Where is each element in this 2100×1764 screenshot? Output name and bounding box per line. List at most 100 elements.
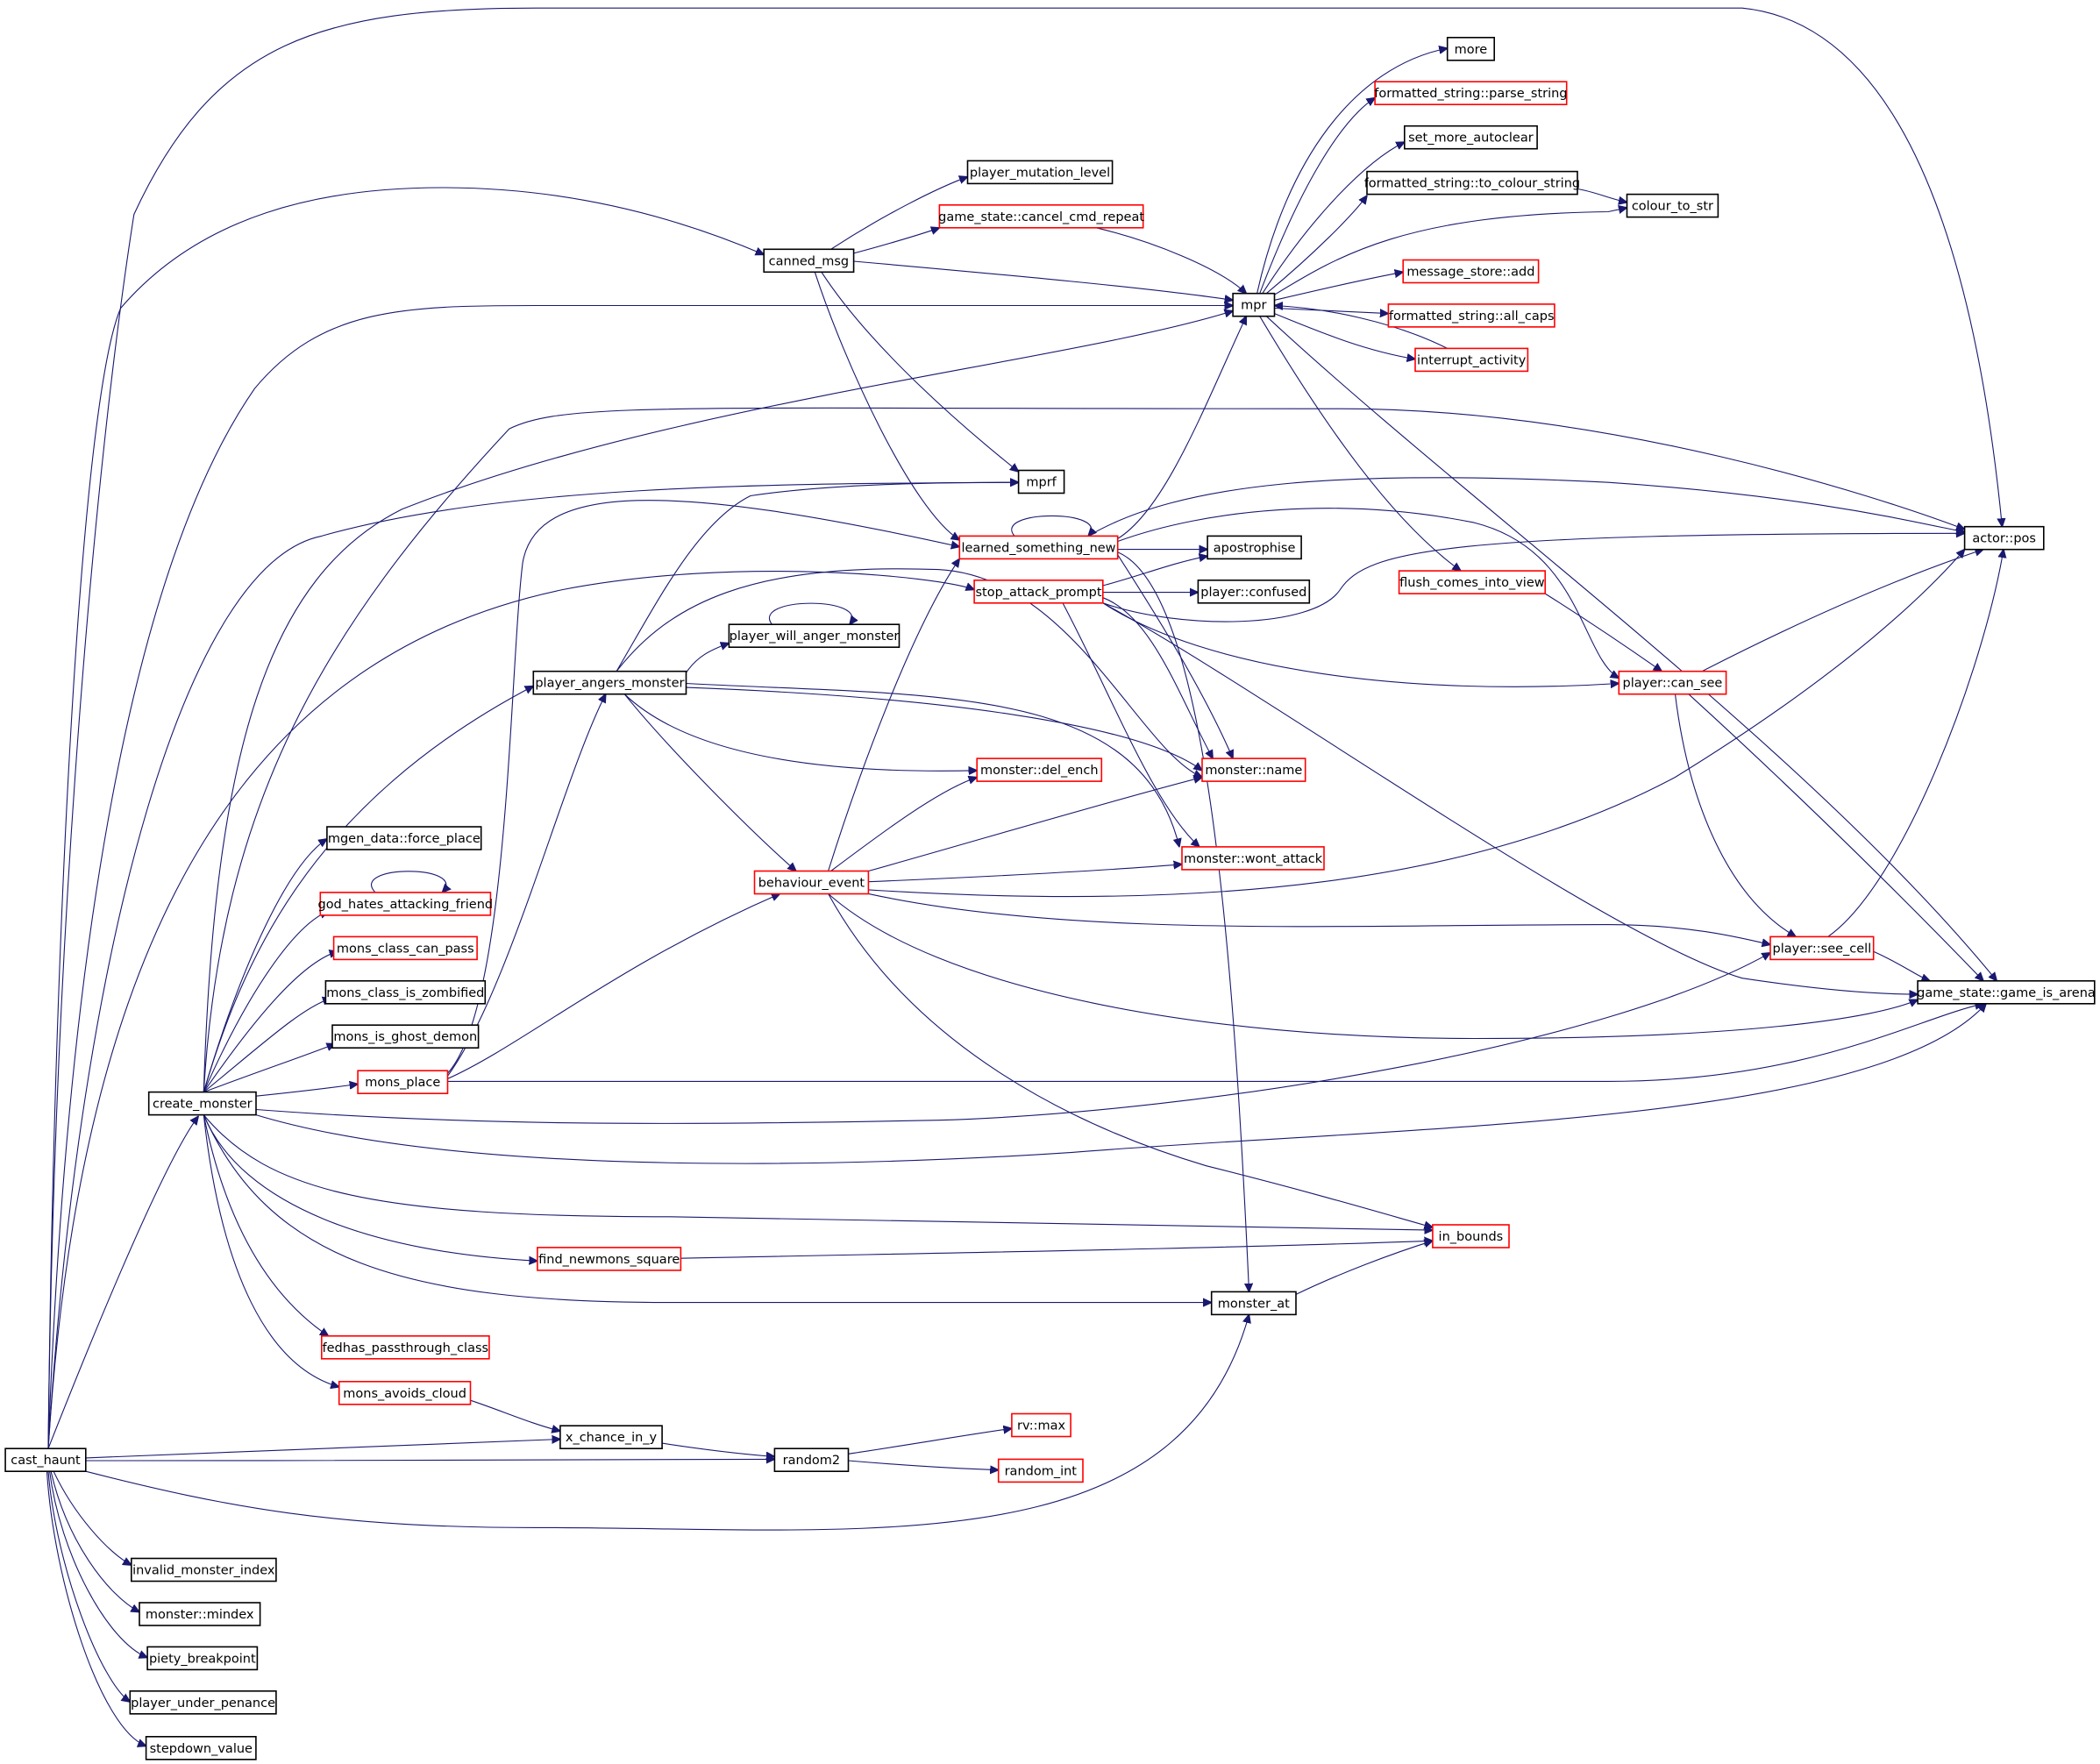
node-stop_attack_prompt[interactable]: stop_attack_prompt — [973, 579, 1104, 604]
node-interrupt_activity[interactable]: interrupt_activity — [1414, 347, 1529, 373]
node-game_is_arena[interactable]: game_state::game_is_arena — [1917, 980, 2096, 1005]
edge-mons_avoids_cloud-to-x_chance_in_y — [470, 1399, 560, 1431]
node-label: canned_msg — [769, 254, 850, 268]
node-monster_mindex[interactable]: monster::mindex — [139, 1602, 261, 1626]
edge-create_monster-to-monster_at — [203, 1114, 1211, 1303]
node-mons_class_is_zombified[interactable]: mons_class_is_zombified — [324, 980, 487, 1005]
node-mgen_force_place[interactable]: mgen_data::force_place — [326, 826, 482, 850]
node-random2[interactable]: random2 — [773, 1447, 850, 1472]
node-monster_at[interactable]: monster_at — [1210, 1291, 1297, 1316]
node-behaviour_event[interactable]: behaviour_event — [753, 870, 870, 895]
edge-mpr-to-colour_to_str — [1274, 208, 1627, 295]
node-piety_breakpoint[interactable]: piety_breakpoint — [146, 1646, 259, 1671]
node-cast_haunt[interactable]: cast_haunt — [4, 1447, 87, 1472]
edge-god_hates_attacking_friend-to-god_hates_attacking_friend — [371, 871, 446, 893]
node-label: mons_place — [365, 1076, 440, 1090]
edge-cast_haunt-to-mpr — [47, 306, 1233, 1449]
edge-cast_haunt-to-monster_at — [85, 1314, 1249, 1531]
node-box — [1201, 758, 1306, 782]
edge-random2-to-random_int — [848, 1460, 999, 1470]
node-apostrophise[interactable]: apostrophise — [1207, 535, 1302, 560]
node-box — [1207, 535, 1302, 560]
edge-player_angers_monster-to-player_can_see — [616, 568, 1202, 778]
node-box — [1432, 1224, 1510, 1248]
edge-behaviour_event-to-monster_wont_attack — [868, 864, 1182, 883]
node-flush_comes_into_view[interactable]: flush_comes_into_view — [1398, 570, 1546, 594]
node-to_colour_string[interactable]: formatted_string::to_colour_string — [1364, 170, 1580, 196]
edge-mpr-to-to_colour_string — [1265, 196, 1367, 295]
node-label: player::confused — [1200, 586, 1306, 600]
node-cancel_cmd_repeat[interactable]: game_state::cancel_cmd_repeat — [938, 204, 1144, 229]
edge-create_monster-to-player_see_cell — [255, 953, 1770, 1124]
node-box — [1618, 670, 1727, 695]
node-box — [1626, 193, 1719, 218]
node-monster_wont_attack[interactable]: monster::wont_attack — [1181, 846, 1325, 871]
node-monster_del_ench[interactable]: monster::del_ench — [976, 758, 1103, 782]
node-set_more_autoclear[interactable]: set_more_autoclear — [1404, 124, 1538, 150]
node-player_can_see[interactable]: player::can_see — [1618, 670, 1727, 695]
edge-learned_something_new-to-learned_something_new — [1011, 516, 1092, 536]
node-god_hates_attacking_friend[interactable]: god_hates_attacking_friend — [317, 892, 493, 916]
node-colour_to_str[interactable]: colour_to_str — [1626, 193, 1719, 218]
node-message_store_add[interactable]: message_store::add — [1402, 259, 1540, 284]
node-fedhas_passthrough_class[interactable]: fedhas_passthrough_class — [320, 1335, 490, 1360]
node-box — [938, 204, 1144, 229]
edge-mons_place-to-player_angers_monster — [447, 694, 606, 1077]
node-random_int[interactable]: random_int — [997, 1458, 1084, 1483]
edge-mpr-to-set_more_autoclear — [1262, 142, 1405, 294]
edge-player_angers_monster-to-monster_name — [686, 686, 1203, 771]
node-box — [1210, 1291, 1297, 1316]
edge-to_colour_string-to-colour_to_str — [1577, 188, 1627, 203]
node-stepdown_value[interactable]: stepdown_value — [145, 1736, 257, 1760]
node-player_mutation_level[interactable]: player_mutation_level — [966, 160, 1114, 185]
edge-mpr-to-parse_string — [1259, 98, 1375, 294]
node-label: player_angers_monster — [535, 677, 684, 691]
node-all_caps[interactable]: formatted_string::all_caps — [1387, 303, 1555, 328]
node-mprf[interactable]: mprf — [1017, 469, 1065, 494]
node-find_newmons_square[interactable]: find_newmons_square — [537, 1247, 682, 1271]
node-label: game_state::game_is_arena — [1917, 986, 2096, 1000]
node-mons_class_can_pass[interactable]: mons_class_can_pass — [332, 935, 478, 961]
node-create_monster[interactable]: create_monster — [147, 1091, 257, 1116]
node-monster_name[interactable]: monster::name — [1201, 758, 1306, 782]
edge-canned_msg-to-cancel_cmd_repeat — [853, 228, 940, 254]
edge-cancel_cmd_repeat-to-mpr — [1096, 227, 1246, 294]
node-invalid_monster_index[interactable]: invalid_monster_index — [131, 1557, 277, 1583]
node-label: player_mutation_level — [970, 166, 1110, 180]
node-mpr[interactable]: mpr — [1232, 292, 1276, 317]
edge-create_monster-to-actor_pos — [203, 407, 1964, 1092]
node-mons_is_ghost_demon[interactable]: mons_is_ghost_demon — [331, 1024, 480, 1049]
edge-behaviour_event-to-game_is_arena — [828, 893, 1918, 1040]
node-in_bounds[interactable]: in_bounds — [1432, 1224, 1510, 1248]
edge-learned_something_new-to-actor_pos — [1087, 477, 1965, 537]
node-rv_max[interactable]: rv::max — [1011, 1412, 1071, 1438]
edge-cast_haunt-to-canned_msg — [47, 187, 764, 1449]
node-box — [357, 1070, 449, 1094]
node-player_confused[interactable]: player::confused — [1197, 579, 1311, 604]
node-player_angers_monster[interactable]: player_angers_monster — [532, 670, 687, 695]
node-box — [332, 935, 478, 961]
edge-player_angers_monster-to-monster_del_ench — [623, 694, 977, 772]
edge-create_monster-to-game_is_arena — [255, 1004, 1986, 1164]
node-player_will_anger_monster[interactable]: player_will_anger_monster — [728, 623, 901, 649]
node-label: god_hates_attacking_friend — [317, 898, 493, 912]
node-label: x_chance_in_y — [566, 1431, 658, 1445]
edge-stop_attack_prompt-to-game_is_arena — [1102, 602, 1918, 994]
node-mons_place[interactable]: mons_place — [357, 1070, 449, 1094]
node-label: monster::del_ench — [980, 764, 1099, 778]
node-more[interactable]: more — [1446, 36, 1495, 61]
node-label: random_int — [1005, 1464, 1078, 1478]
node-box — [1963, 525, 2045, 551]
node-box — [331, 1024, 480, 1049]
node-x_chance_in_y[interactable]: x_chance_in_y — [559, 1425, 663, 1449]
node-canned_msg[interactable]: canned_msg — [763, 248, 855, 274]
node-player_see_cell[interactable]: player::see_cell — [1769, 935, 1875, 961]
node-learned_something_new[interactable]: learned_something_new — [958, 535, 1119, 560]
edge-behaviour_event-to-monster_name — [868, 778, 1202, 872]
node-actor_pos[interactable]: actor::pos — [1963, 525, 2045, 551]
node-parse_string[interactable]: formatted_string::parse_string — [1374, 81, 1568, 105]
node-player_under_penance[interactable]: player_under_penance — [129, 1690, 277, 1715]
node-mons_avoids_cloud[interactable]: mons_avoids_cloud — [338, 1381, 472, 1405]
edge-canned_msg-to-mprf — [821, 272, 1019, 472]
